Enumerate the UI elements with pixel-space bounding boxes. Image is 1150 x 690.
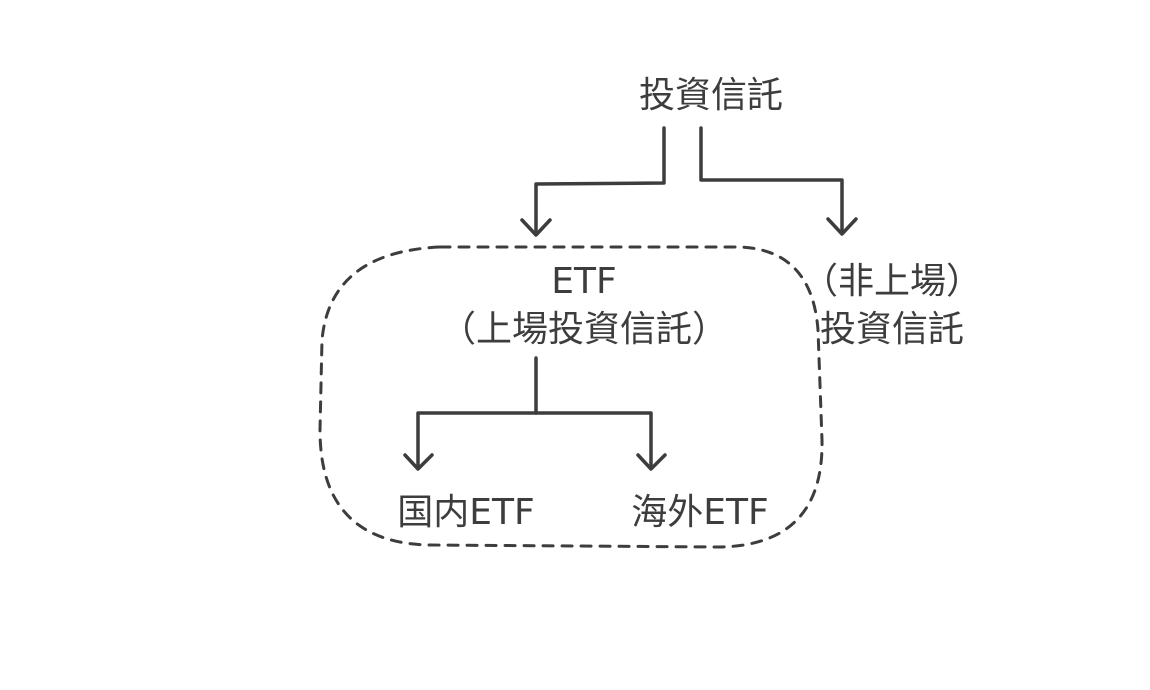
- etf-node-label-line1: ETF: [551, 261, 617, 302]
- arrowhead-foreign: [636, 453, 667, 471]
- arrowhead-domestic: [403, 453, 434, 471]
- unlisted-node-label-line1: （非上場）: [801, 261, 983, 302]
- root-node-label: 投資信託: [638, 75, 784, 116]
- foreign-etf-node-label: 海外ETF: [631, 492, 769, 533]
- connector-etf-to-foreign: [534, 411, 653, 469]
- connector-root-to-unlisted: [699, 126, 844, 235]
- etf-node-label-line2: （上場投資信託）: [439, 309, 729, 350]
- connector-etf-to-domestic: [416, 411, 538, 469]
- etf-group-boundary: [318, 245, 824, 549]
- domestic-etf-node-label: 国内ETF: [397, 492, 535, 533]
- arrowhead-unlisted: [826, 217, 858, 236]
- arrowhead-etf: [520, 218, 552, 237]
- connector-root-to-etf: [534, 126, 666, 236]
- unlisted-node-label-line2: 投資信託: [819, 309, 965, 350]
